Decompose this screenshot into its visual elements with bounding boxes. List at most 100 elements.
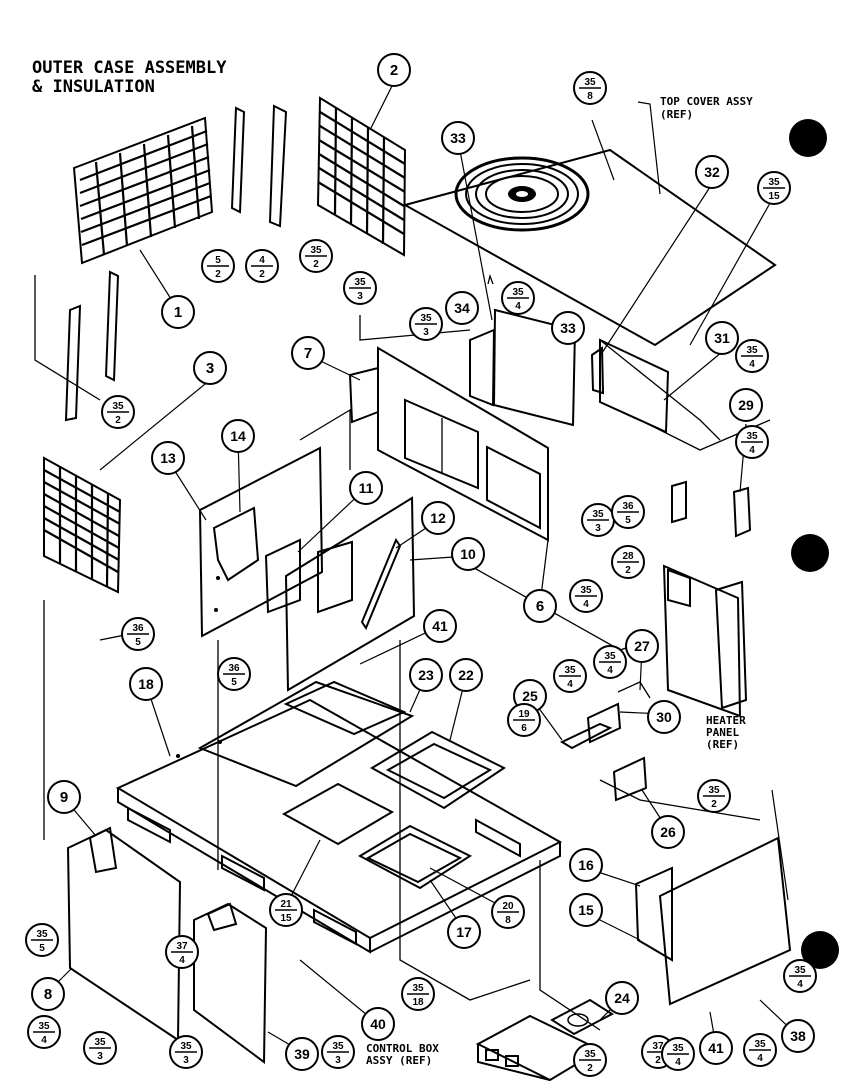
fraction-numerator: 37	[176, 941, 188, 952]
small-bracket-25	[559, 722, 613, 750]
callout-label: 25	[522, 688, 538, 704]
callout-label: 27	[634, 638, 650, 654]
fraction-denominator: 4	[179, 955, 185, 966]
callout-41: 41	[423, 609, 457, 643]
callout-label: 31	[714, 330, 730, 346]
frame-line-8	[599, 779, 761, 821]
callout-circle	[447, 915, 481, 949]
callout-circle	[349, 471, 383, 505]
drain-pan-20-inner	[365, 832, 463, 884]
callout-label: 41	[432, 618, 448, 634]
callout-33: 33	[551, 311, 585, 345]
callout-circle	[569, 848, 603, 882]
callout-label: 13	[160, 450, 176, 466]
callout-16: 16	[569, 848, 603, 882]
callout-label: 30	[656, 709, 672, 725]
callout-label: 26	[660, 824, 676, 840]
fraction-numerator: 35	[584, 1049, 596, 1060]
callout-circle	[31, 977, 65, 1011]
callout-11: 11	[349, 471, 383, 505]
fraction-denominator: 4	[749, 445, 755, 456]
frame-line-1	[34, 275, 101, 401]
callout-23: 23	[409, 658, 443, 692]
note-heater-panel-line-1: HEATER	[706, 714, 746, 727]
callout-label: 6	[536, 598, 544, 615]
callout-label: 22	[458, 667, 474, 683]
fraction-denominator: 3	[183, 1055, 189, 1066]
callout-label: 24	[614, 990, 630, 1006]
callout-29: 29	[729, 388, 763, 422]
callout-label: 8	[44, 986, 52, 1003]
fraction-marker-35-2: 352	[573, 1043, 607, 1077]
fraction-denominator: 4	[797, 979, 803, 990]
callout-1: 1	[161, 295, 195, 329]
note-control-box-line-1: CONTROL BOX	[366, 1042, 439, 1055]
fraction-marker-35-2: 352	[101, 395, 135, 429]
callout-label: 33	[450, 130, 466, 146]
callout-30: 30	[647, 700, 681, 734]
fraction-numerator: 35	[420, 313, 432, 324]
fraction-numerator: 36	[622, 501, 634, 512]
fraction-marker-35-3: 353	[169, 1035, 203, 1069]
callout-label: 1	[174, 304, 182, 321]
callout-label: 29	[738, 397, 754, 413]
fraction-numerator: 35	[180, 1041, 192, 1052]
callout-circle	[291, 336, 325, 370]
fraction-marker-35-4: 354	[553, 659, 587, 693]
callout-circle	[361, 1007, 395, 1041]
callout-label: 11	[359, 480, 374, 496]
corner-post-b	[268, 104, 288, 228]
pad-23-inner	[283, 680, 407, 736]
fraction-marker-36-5: 365	[217, 657, 251, 691]
clip-27	[617, 681, 651, 699]
fraction-denominator: 3	[423, 327, 429, 338]
fraction-marker-35-4: 354	[661, 1037, 695, 1071]
callout-26: 26	[651, 815, 685, 849]
callout-label: 17	[456, 924, 472, 940]
fraction-marker-35-5: 355	[25, 923, 59, 957]
blower-panel-10	[284, 496, 416, 692]
note-heater-panel-line-2: PANEL	[706, 726, 739, 739]
fraction-marker-20-8: 208	[491, 895, 525, 929]
fraction-denominator: 15	[768, 191, 780, 202]
base-pan	[115, 698, 563, 954]
fraction-denominator: 6	[521, 723, 527, 734]
leader-32	[599, 183, 713, 357]
fraction-denominator: 8	[587, 91, 593, 102]
fraction-marker-35-4: 354	[735, 339, 769, 373]
corner-post-a	[230, 106, 246, 214]
callout-label: 2	[390, 62, 398, 79]
callout-label: 12	[430, 510, 446, 526]
heater-panel	[662, 480, 752, 718]
fraction-marker-35-3: 353	[409, 307, 443, 341]
grille-panel-1	[72, 116, 214, 265]
fraction-denominator: 15	[280, 913, 292, 924]
fraction-marker-35-2: 352	[299, 239, 333, 273]
fraction-denominator: 2	[625, 565, 631, 576]
insulation-panel-31	[599, 338, 670, 434]
fraction-marker-4-2: 42	[245, 249, 279, 283]
fraction-numerator: 35	[310, 245, 322, 256]
callout-circle	[129, 667, 163, 701]
callout-circle	[699, 1031, 733, 1065]
callout-label: 40	[370, 1016, 386, 1032]
fraction-denominator: 4	[515, 301, 521, 312]
callout-circle	[421, 501, 455, 535]
fraction-numerator: 35	[512, 287, 524, 298]
callout-32: 32	[695, 155, 729, 189]
panel-31-flange	[590, 346, 605, 395]
callout-2: 2	[377, 53, 411, 87]
insulation-pad-22	[370, 730, 506, 810]
fraction-numerator: 36	[132, 623, 144, 634]
callout-circle	[551, 311, 585, 345]
drain-pan-21	[281, 782, 395, 846]
fraction-numerator: 4	[259, 255, 265, 266]
fraction-marker-37-4: 374	[165, 935, 199, 969]
callout-12: 12	[421, 501, 455, 535]
callout-24: 24	[605, 981, 639, 1015]
callout-label: 9	[60, 789, 68, 806]
binder-hole-middle	[791, 534, 829, 572]
callout-circle	[47, 780, 81, 814]
callout-circle	[647, 700, 681, 734]
